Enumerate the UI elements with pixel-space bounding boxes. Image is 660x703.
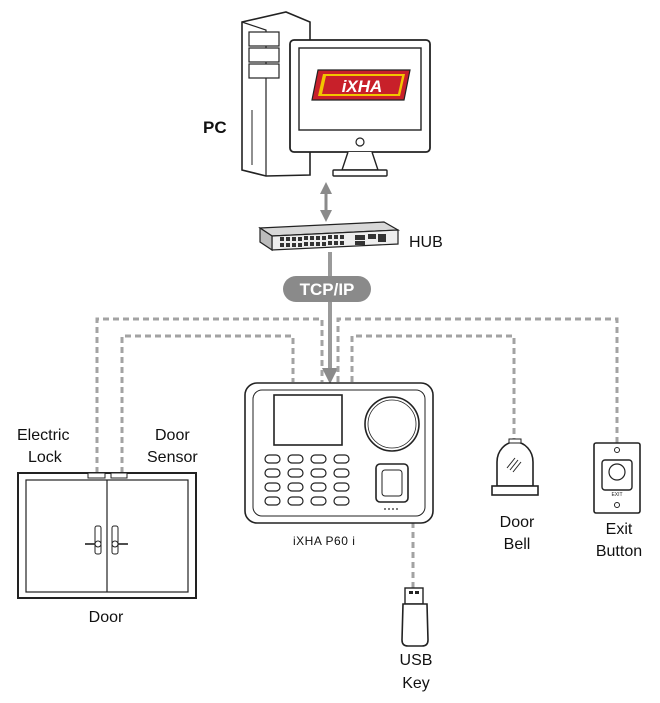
door-bell-wiring xyxy=(350,334,516,442)
logo-text: iXHA xyxy=(342,77,383,96)
terminal-keypad xyxy=(264,454,350,506)
door-bell-label-line1: Door xyxy=(500,514,535,531)
door-label: Door xyxy=(89,609,124,626)
usb-key-label-line1: USB xyxy=(400,652,433,669)
electric-lock-label-line1: Electric xyxy=(17,427,69,444)
hub-label: HUB xyxy=(409,234,443,251)
door-handle-left-icon xyxy=(85,525,102,555)
monitor-icon xyxy=(289,39,431,177)
electric-lock-label-line2: Lock xyxy=(28,449,63,466)
exit-panel-text: EXIT xyxy=(611,492,622,498)
network-hub-icon xyxy=(258,221,401,252)
exit-button-label-line1: Exit xyxy=(606,521,633,538)
pc-label: PC xyxy=(203,118,227,137)
tcpip-badge xyxy=(283,276,371,302)
door-bell-icon xyxy=(491,438,539,496)
door-icon xyxy=(17,472,197,599)
electric-lock-icon xyxy=(87,472,106,479)
door-handle-right-icon xyxy=(111,525,128,555)
door-sensor-label-line1: Door xyxy=(155,427,190,444)
exit-button-label-line2: Button xyxy=(596,543,642,560)
terminal-screen xyxy=(273,394,343,446)
door-sensor-label-line2: Sensor xyxy=(147,449,198,466)
exit-button-icon: EXIT xyxy=(593,442,641,514)
ixha-logo: iXHA xyxy=(311,69,411,101)
exit-button-wiring xyxy=(336,317,619,443)
terminal-model-label: iXHA P60 i xyxy=(293,534,355,548)
fingerprint-sensor-icon xyxy=(375,463,409,503)
terminal-camera-icon xyxy=(364,396,420,452)
tcpip-label: TCP/IP xyxy=(300,280,355,299)
door-bell-label-line2: Bell xyxy=(504,536,531,553)
sensor-wiring xyxy=(120,334,295,473)
usb-key-icon xyxy=(401,587,429,647)
terminal-device xyxy=(244,382,434,524)
usb-key-label-line2: Key xyxy=(402,675,430,692)
door-sensor-icon xyxy=(110,472,128,479)
lock-wiring xyxy=(95,317,324,473)
